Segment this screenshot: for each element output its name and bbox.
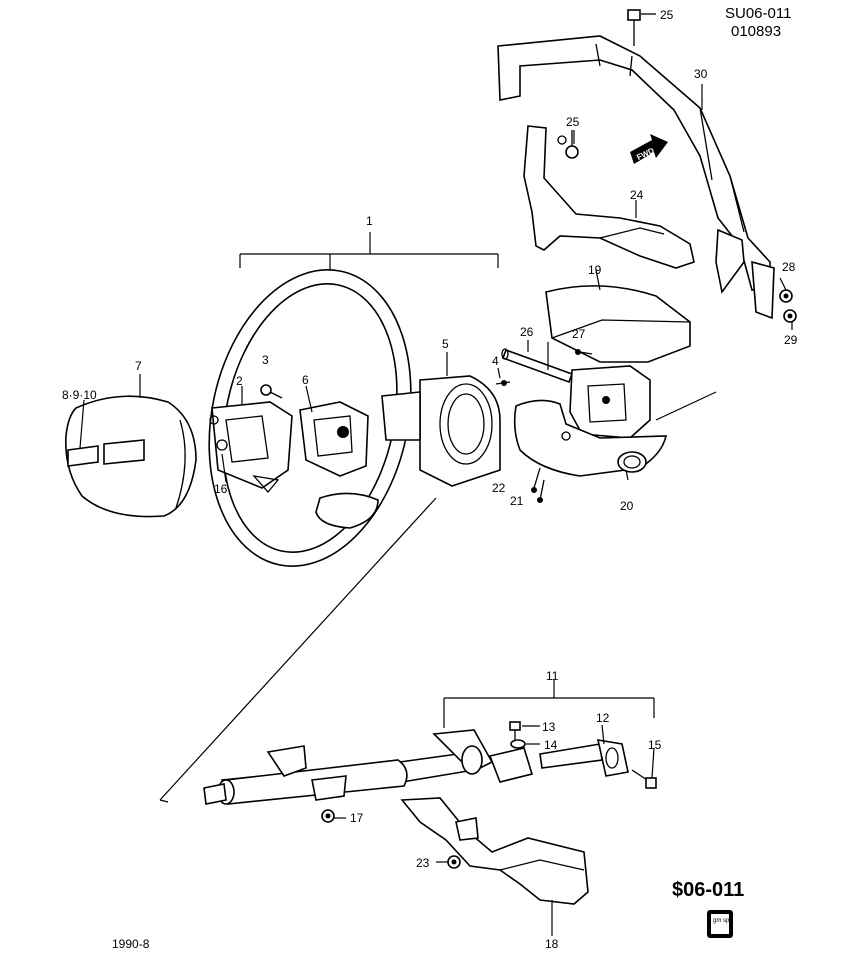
callout-7: 7: [135, 359, 142, 373]
callout-26: 26: [520, 325, 534, 339]
callout-16: 16: [214, 482, 228, 496]
callout-14: 14: [544, 738, 558, 752]
bolt-25-mid: [565, 130, 579, 159]
callout-13: 13: [542, 720, 556, 734]
callout-15: 15: [648, 738, 662, 752]
callout-25-mid: 25: [566, 115, 580, 129]
callout-11: 11: [546, 669, 559, 683]
nut-17: [321, 809, 335, 823]
washer-14: [510, 739, 526, 749]
callout-1: 1: [366, 214, 373, 228]
lower-bracket-18: [400, 797, 589, 905]
callout-labels: 1 2 3 4 5 6 7 8·9·10 11 12 13 14 15 16 1…: [62, 8, 798, 951]
callout-29: 29: [784, 333, 798, 347]
callout-2: 2: [236, 374, 243, 388]
horn-pad: [65, 395, 197, 518]
callout-5: 5: [442, 337, 449, 351]
callout-18: 18: [545, 937, 559, 951]
nut-23: [447, 855, 461, 869]
callout-24: 24: [630, 188, 644, 202]
callout-30: 30: [694, 67, 708, 81]
nut-29: [783, 309, 797, 323]
gm-spo-logo: gm spo: [707, 910, 733, 938]
column-cover-5: [381, 375, 501, 487]
footer-ref-code: $06-011: [672, 879, 744, 901]
diagram-sub-code: 010893: [731, 23, 781, 40]
wheel-hub-brackets: [209, 401, 369, 494]
leader-lines: [79, 84, 793, 936]
bolt-13: [509, 721, 521, 742]
footer-date: 1990-8: [112, 937, 150, 951]
projection-lines: [159, 391, 717, 803]
diagram-code: SU06-011: [725, 5, 791, 22]
logo-text: gm spo: [713, 918, 733, 924]
column-cover-upper: [545, 285, 691, 363]
callout-19: 19: [588, 263, 602, 277]
screw-3: [260, 384, 283, 399]
bolt-15: [631, 769, 657, 789]
nut-28: [779, 289, 793, 303]
bolt-25-top: [627, 9, 656, 46]
screws-21-22: [531, 467, 545, 503]
callout-22: 22: [492, 481, 506, 495]
callout-27: 27: [572, 327, 586, 341]
fwd-arrow: FWD: [630, 134, 668, 164]
column-cover-lower: [513, 399, 668, 477]
bracket-11: [443, 680, 655, 728]
callout-12: 12: [596, 711, 610, 725]
bracket-1: [239, 232, 499, 295]
screw-27: [575, 349, 593, 355]
switch-assembly: [569, 365, 651, 439]
callout-6: 6: [302, 373, 309, 387]
callout-20: 20: [620, 499, 634, 513]
callout-21: 21: [510, 494, 524, 508]
bracket-24: [523, 125, 695, 269]
callout-23: 23: [416, 856, 430, 870]
callout-3: 3: [262, 353, 269, 367]
callout-8-9-10: 8·9·10: [62, 388, 97, 402]
tilt-lever-rod: [501, 348, 574, 384]
screw-4: [495, 380, 511, 386]
universal-joint: [488, 739, 629, 783]
callout-4: 4: [492, 354, 499, 368]
callout-28: 28: [782, 260, 796, 274]
support-bracket-30: [497, 35, 775, 320]
callout-25-top: 25: [660, 8, 674, 22]
callout-17: 17: [350, 811, 364, 825]
steering-column: [203, 729, 494, 805]
